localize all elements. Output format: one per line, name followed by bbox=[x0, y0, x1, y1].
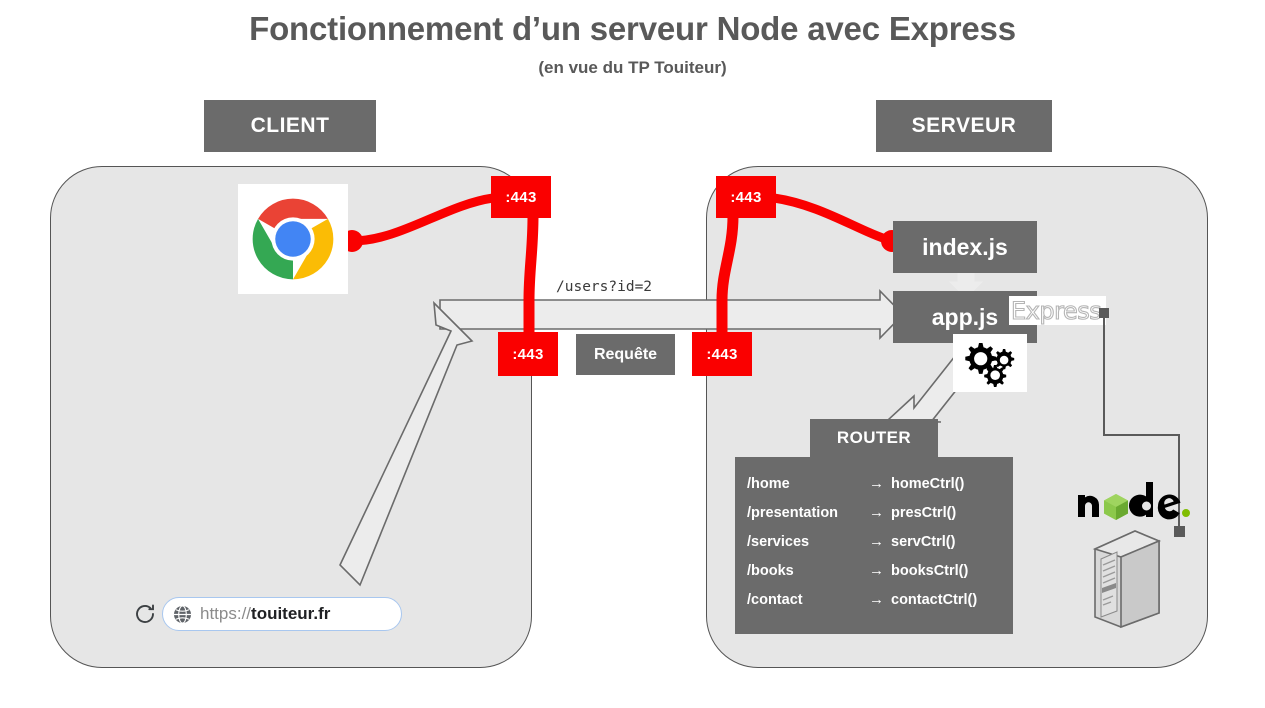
page-subtitle: (en vue du TP Touiteur) bbox=[538, 58, 727, 77]
table-row: /contact → contactCtrl() bbox=[747, 585, 1013, 614]
route-path: /presentation bbox=[747, 504, 839, 521]
server-section-label: SERVEUR bbox=[876, 100, 1052, 152]
gears-icon bbox=[965, 343, 1015, 387]
chrome-logo-tile bbox=[238, 184, 348, 294]
client-section-label: CLIENT bbox=[204, 100, 376, 152]
url-input[interactable]: https://touiteur.fr bbox=[162, 597, 402, 631]
route-controller: homeCtrl() bbox=[891, 475, 965, 492]
route-arrow-icon: → bbox=[869, 475, 884, 492]
table-row: /home → homeCtrl() bbox=[747, 469, 1013, 498]
request-label: Requête bbox=[576, 334, 675, 375]
route-path: /home bbox=[747, 475, 790, 492]
port-badge-server-bottom: :443 bbox=[692, 332, 752, 376]
table-row: /presentation → presCtrl() bbox=[747, 498, 1013, 527]
route-controller: presCtrl() bbox=[891, 504, 957, 521]
port-badge-client-bottom: :443 bbox=[498, 332, 558, 376]
express-logo: Express bbox=[1009, 296, 1106, 325]
node-logo-icon bbox=[1078, 482, 1190, 520]
route-path: /books bbox=[747, 562, 794, 579]
route-path: /services bbox=[747, 533, 810, 550]
gears-tile bbox=[953, 334, 1027, 392]
url-scheme: https:// bbox=[200, 604, 252, 623]
route-controller: contactCtrl() bbox=[891, 591, 978, 608]
page-title: Fonctionnement d’un serveur Node avec Ex… bbox=[249, 10, 1016, 47]
route-arrow-icon: → bbox=[869, 591, 884, 608]
route-controller: servCtrl() bbox=[891, 533, 956, 550]
url-text: https://touiteur.fr bbox=[200, 604, 330, 624]
route-arrow-icon: → bbox=[869, 533, 884, 550]
chrome-logo-icon bbox=[252, 198, 334, 280]
index-js-box: index.js bbox=[893, 221, 1037, 273]
table-row: /books → booksCtrl() bbox=[747, 556, 1013, 585]
route-arrow-icon: → bbox=[869, 562, 884, 579]
route-controller: booksCtrl() bbox=[891, 562, 969, 579]
table-row: /services → servCtrl() bbox=[747, 527, 1013, 556]
server-tower-icon bbox=[1092, 530, 1162, 629]
router-table: /home → homeCtrl() /presentation → presC… bbox=[735, 457, 1013, 634]
reload-icon[interactable] bbox=[128, 597, 162, 631]
query-string-label: /users?id=2 bbox=[556, 279, 653, 295]
route-arrow-icon: → bbox=[869, 504, 884, 521]
url-host: touiteur.fr bbox=[251, 604, 331, 623]
express-logo-text: Express bbox=[1010, 296, 1102, 325]
globe-icon bbox=[173, 604, 192, 624]
port-badge-server-top: :443 bbox=[716, 176, 776, 218]
browser-url-bar[interactable]: https://touiteur.fr bbox=[128, 592, 418, 636]
router-title: ROUTER bbox=[810, 419, 938, 457]
port-badge-client-top: :443 bbox=[491, 176, 551, 218]
route-path: /contact bbox=[747, 591, 803, 608]
